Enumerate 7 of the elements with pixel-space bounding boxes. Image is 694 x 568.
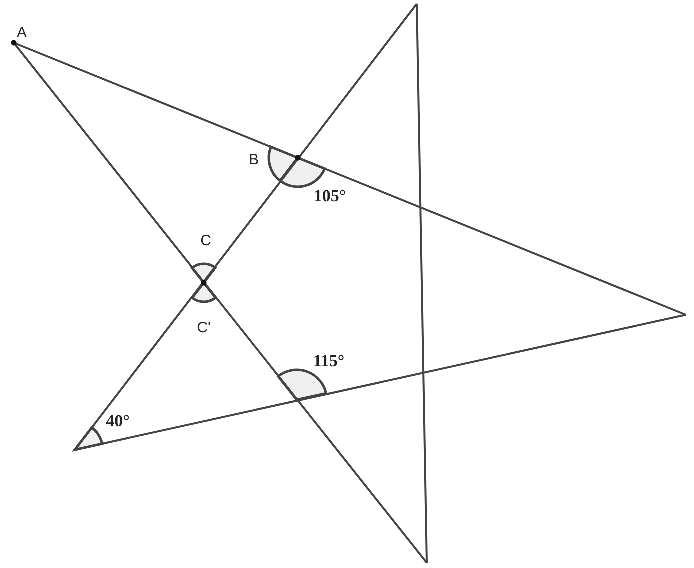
- angle-measure: 40°: [106, 412, 130, 430]
- angle-measure: 115°: [313, 352, 345, 370]
- point-label: C': [197, 320, 211, 336]
- point-label: C: [200, 234, 212, 248]
- point-label: B: [249, 152, 259, 168]
- point-label: A: [17, 26, 27, 40]
- angle-measure: 105°: [314, 188, 346, 204]
